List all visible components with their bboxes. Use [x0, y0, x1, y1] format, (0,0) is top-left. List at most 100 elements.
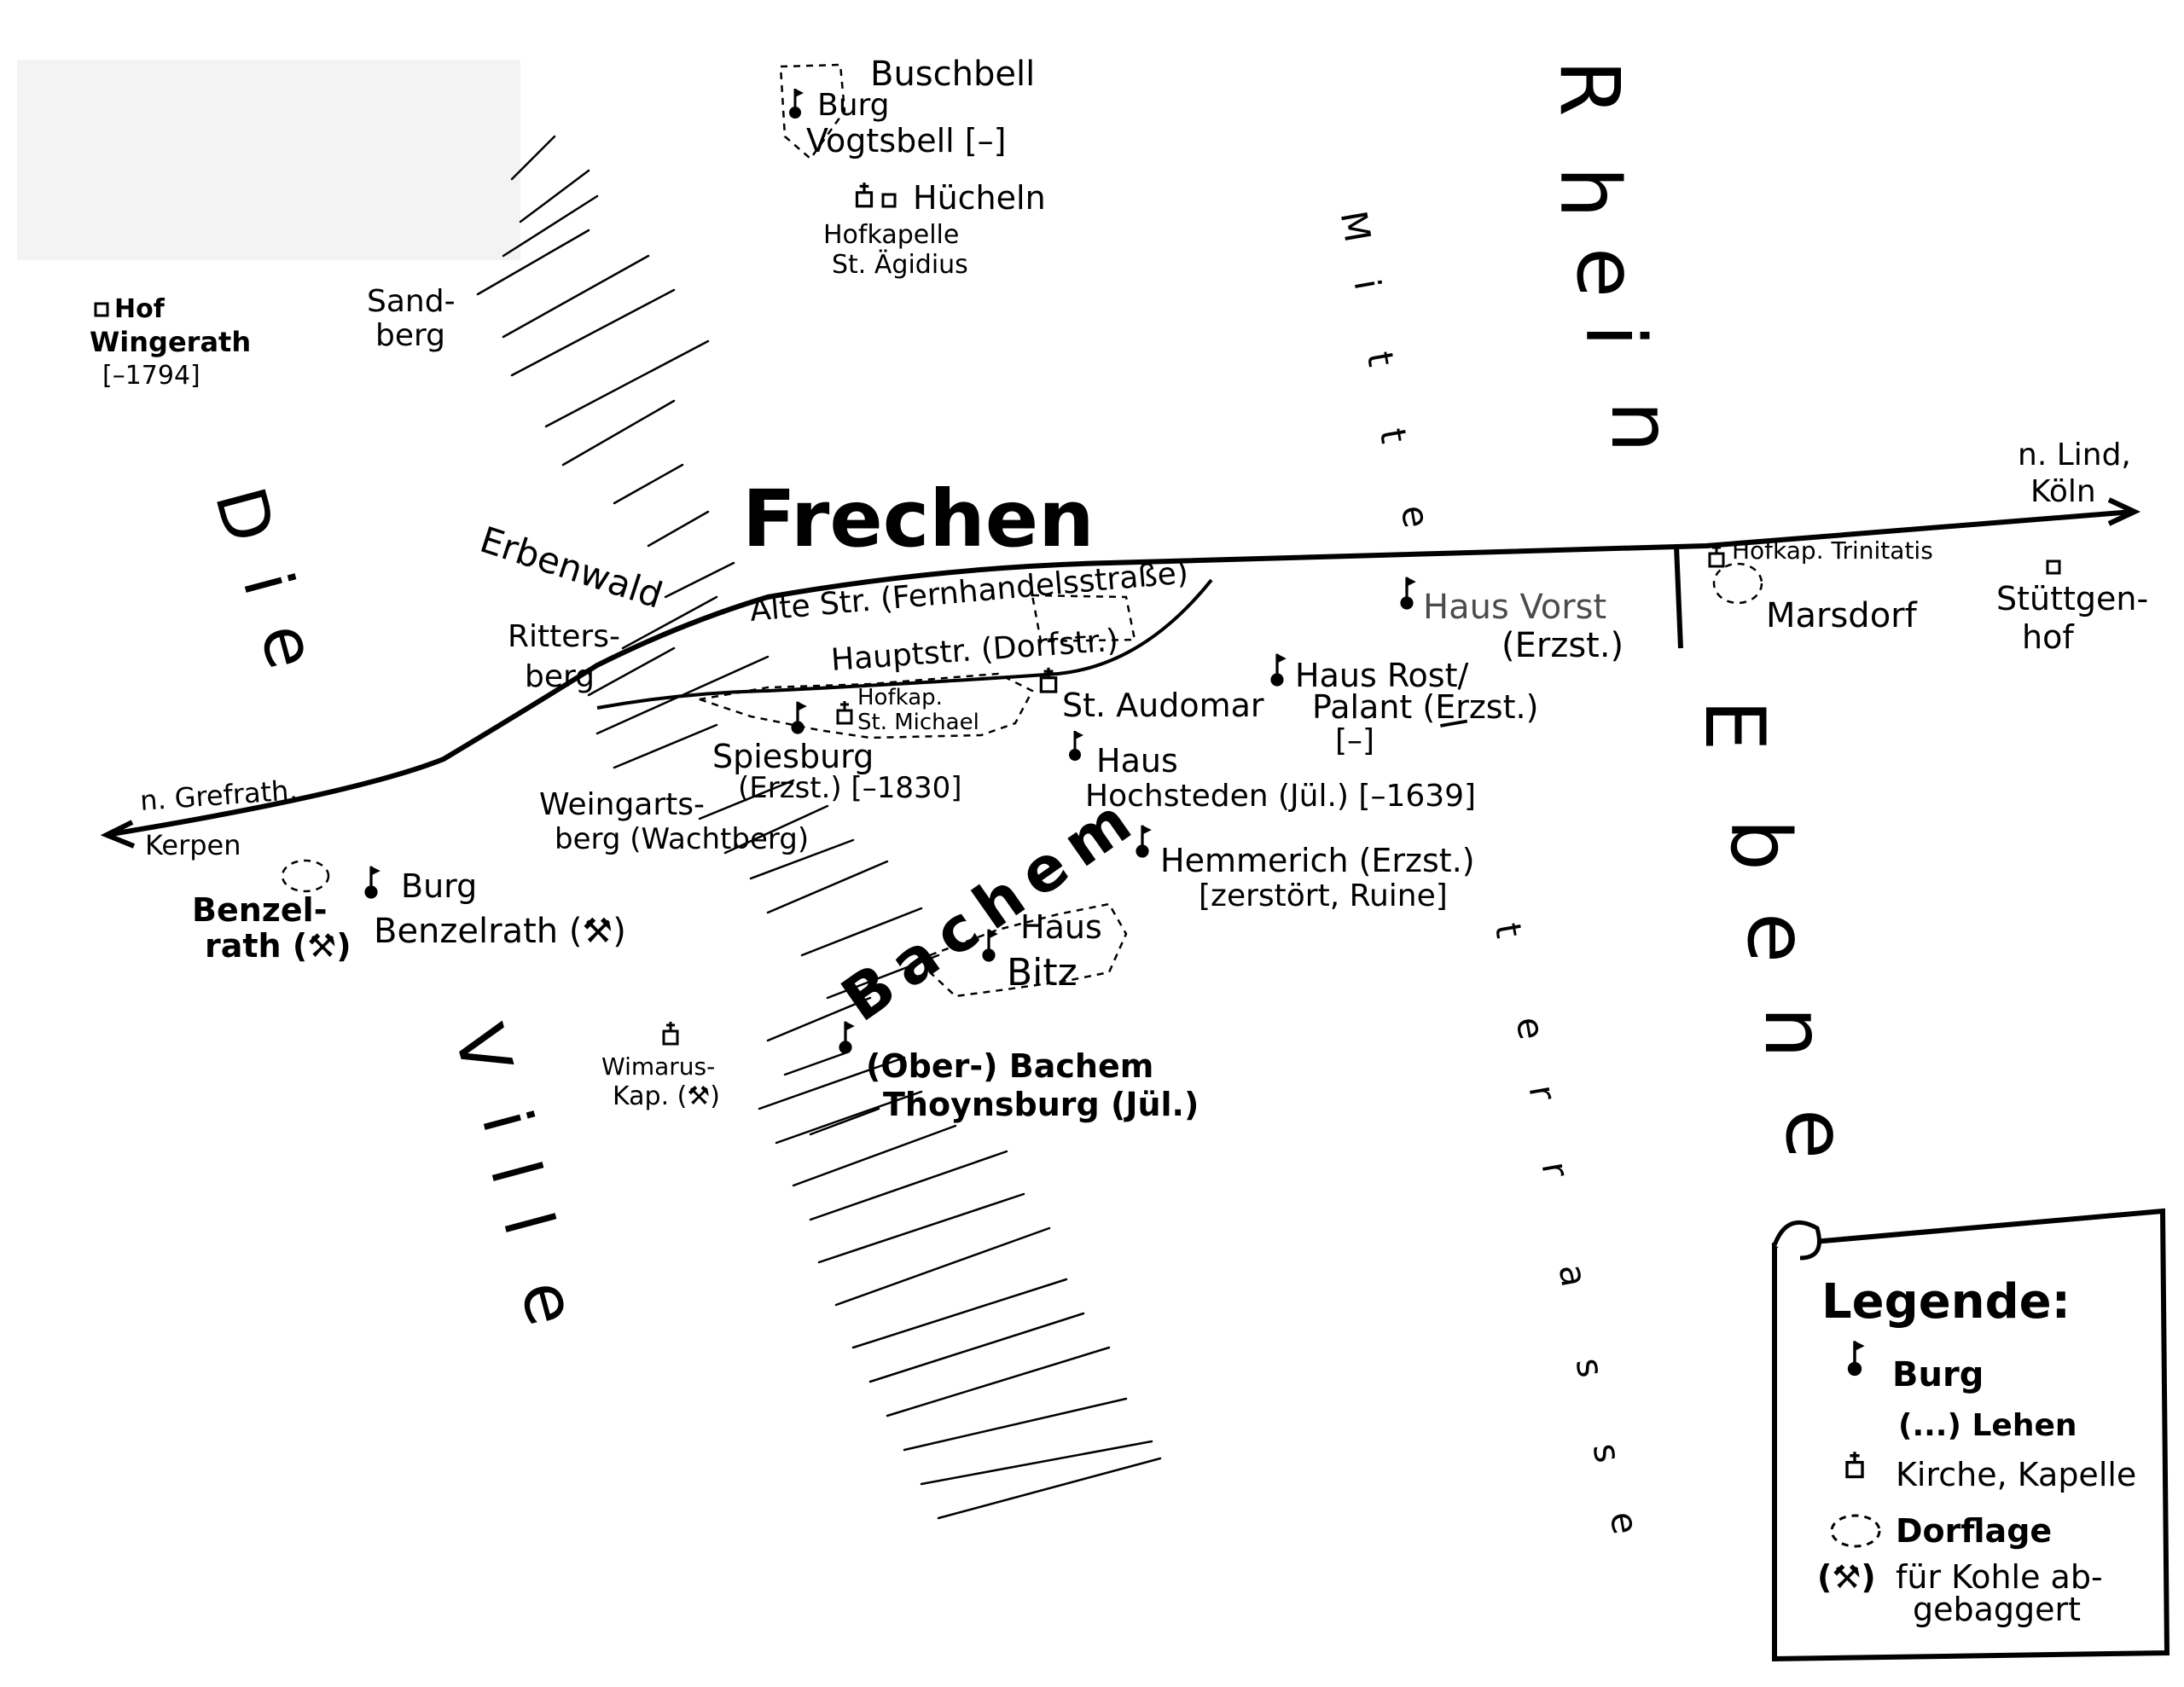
ville-letter-3: l: [474, 1153, 556, 1192]
mittel-letter-7: t: [1487, 919, 1531, 941]
huecheln-hof-icon: [881, 193, 897, 208]
haus-bitz-line-2: Bitz: [1007, 951, 1077, 994]
hauptstrasse-road: [596, 578, 1213, 710]
ebene-letter-3: e: [1729, 913, 1825, 963]
hofkap-trinitatis-label: Hofkap. Trinitatis: [1732, 536, 1933, 565]
legend-dorflage-icon: [1830, 1514, 1881, 1548]
hof-wingerath-line-2: Wingerath: [90, 326, 251, 358]
hofkap-michael-line-2: St. Michael: [857, 710, 979, 735]
benzelrath-line-1: Benzel-: [192, 891, 327, 929]
rhein-ebene-label: R h e i n E b e n e: [1542, 60, 1863, 1159]
ober-bachem-line-2: Thoynsburg (Jül.): [883, 1086, 1199, 1123]
rhein-letter-3: e: [1559, 247, 1654, 298]
frechen-label: Frechen: [742, 473, 1095, 565]
mittel-letter-9: r: [1521, 1081, 1565, 1104]
dorflage-outlines: [281, 63, 1763, 998]
legend-item-kohle: für Kohle ab-: [1896, 1558, 2103, 1596]
burg-benzelrath-line-1: Burg: [401, 867, 477, 905]
hemmerich-line-2: [zerstört, Ruine]: [1199, 878, 1448, 913]
mittel-letter-4: t: [1372, 425, 1415, 446]
ebene-letter-1: E: [1687, 699, 1782, 751]
st-audomar-label: St. Audomar: [1062, 687, 1264, 724]
sandberg-line-2: berg: [375, 318, 445, 353]
die-letter-3: e: [244, 616, 332, 677]
haus-hochsteden-line-2: Hochsteden (Jül.) [–1639]: [1085, 779, 1476, 814]
ville-letter-5: e: [504, 1272, 592, 1334]
haus-rost-icon: [1269, 652, 1288, 687]
legend-item-dorflage: Dorflage: [1896, 1512, 2052, 1550]
sandberg-line-1: Sand-: [367, 284, 456, 319]
road-to-kerpen-line-1: n. Grefrath,: [139, 774, 299, 817]
rittersberg-line-2: berg: [525, 659, 595, 694]
alte-strasse-label: Alte Str. (Fernhandelsstraße): [748, 555, 1189, 629]
weingartsberg-line-1: Weingarts-: [539, 787, 705, 822]
mittel-letter-8: e: [1508, 1013, 1554, 1042]
wimarus-kap-line-1: Wimarus-: [601, 1052, 715, 1081]
ville-letter-4: l: [487, 1204, 569, 1244]
ober-bachem-icon: [837, 1019, 857, 1056]
mittel-letter-1: M: [1333, 208, 1380, 246]
die-letter-2: i: [227, 565, 309, 604]
ville-letter-1: V: [439, 1017, 527, 1082]
ville-letter-2: i: [466, 1102, 548, 1141]
legend-frame: [1772, 1208, 2170, 1662]
spiesburg-icon: [789, 700, 809, 735]
legend: Legende: Burg (...) Lehen Kirche, Kapell…: [1772, 1208, 2170, 1662]
legend-mine-marker: (⚒): [1817, 1558, 1876, 1596]
hofkapelle-aegidius-line-2: St. Ägidius: [832, 249, 968, 280]
rhein-letter-2: h: [1542, 166, 1637, 218]
road-to-kerpen-line-2: Kerpen: [145, 829, 241, 861]
haus-hochsteden-icon: [1067, 729, 1085, 762]
stuettgenhof-line-1: Stüttgen-: [1996, 580, 2148, 617]
redaction-block: [17, 60, 520, 260]
legend-item-lehen: (...) Lehen: [1898, 1408, 2077, 1443]
ober-bachem-line-1: (Ober-) Bachem: [866, 1047, 1153, 1085]
legend-item-gebaggert: gebaggert: [1913, 1591, 2081, 1628]
haus-bitz-line-1: Haus: [1020, 908, 1102, 946]
road-to-koeln-line-2: Köln: [2030, 474, 2096, 509]
hofkap-michael-line-1: Hofkap.: [857, 685, 943, 710]
haus-rost-line-2: Palant (Erzst.): [1312, 688, 1538, 726]
rhein-letter-4: i: [1567, 324, 1663, 347]
rhein-letter-1: R: [1542, 60, 1637, 117]
stuettgenhof-icon: [2046, 559, 2061, 575]
hof-wingerath-line-1: Hof: [114, 294, 166, 324]
haus-vorst-line-2: (Erzst.): [1502, 626, 1623, 665]
ebene-letter-4: n: [1746, 1006, 1842, 1058]
mittel-letter-3: t: [1359, 348, 1403, 369]
rhein-letter-5: n: [1593, 401, 1688, 453]
die-ville-label: D i e V i l l e: [200, 479, 592, 1333]
burg-vogtsbell-line-2: Vogtsbell [–]: [806, 122, 1006, 159]
marsdorf-label: Marsdorf: [1766, 596, 1918, 635]
mittel-letter-12: s: [1568, 1354, 1612, 1380]
hof-wingerath-icon: [94, 302, 109, 317]
haus-hochsteden-line-1: Haus: [1096, 742, 1178, 780]
stuettgenhof-line-2: hof: [2022, 618, 2075, 656]
haus-vorst-icon: [1398, 576, 1418, 611]
haus-vorst-line-1: Haus Vorst: [1423, 588, 1606, 627]
alte-strasse-arrow-east: [2107, 497, 2141, 526]
legend-item-burg: Burg: [1892, 1355, 1984, 1394]
mittel-letter-5: e: [1393, 501, 1438, 530]
alte-strasse-road: [110, 509, 2134, 837]
road-to-koeln-label: n. Lind, Köln: [2018, 438, 2131, 509]
wimarus-kap-church-icon: [662, 1020, 679, 1046]
erbenwald-label: Erbenwald: [475, 519, 668, 617]
buschbell-label: Buschbell: [870, 55, 1035, 94]
rittersberg-line-1: Ritters-: [508, 619, 620, 654]
road-to-koeln-line-1: n. Lind,: [2018, 438, 2131, 472]
huecheln-label: Hücheln: [913, 179, 1046, 217]
hofkap-michael-church-icon: [836, 699, 853, 725]
legend-item-kirche: Kirche, Kapelle: [1896, 1456, 2136, 1493]
hofkapelle-aegidius-line-1: Hofkapelle: [823, 220, 959, 250]
legend-title: Legende:: [1821, 1274, 2071, 1330]
haus-rost-line-3: [–]: [1335, 723, 1374, 758]
burg-vogtsbell-line-1: Burg: [817, 88, 890, 123]
mittel-letter-2: i: [1346, 275, 1389, 293]
mittel-letter-13: s: [1585, 1440, 1629, 1465]
burg-benzelrath-line-2: Benzelrath (⚒): [374, 912, 626, 951]
hof-wingerath-line-3: [–1794]: [102, 361, 200, 391]
st-audomar-church-icon: [1039, 666, 1058, 693]
spiesburg-line-1: Spiesburg: [712, 738, 874, 775]
